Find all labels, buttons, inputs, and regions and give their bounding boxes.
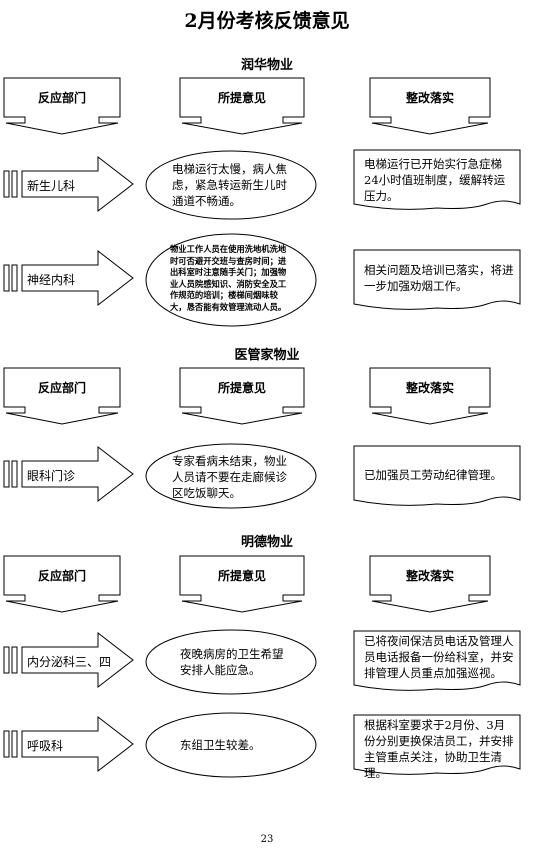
action-text: 已将夜间保洁员电话及管理人员电话报备一份给科室，并安排管理人员重点加强巡视。 <box>364 634 514 680</box>
page-title: 2月份考核反馈意见 <box>184 10 350 32</box>
opinion-text: 夜晚病房的卫生希望安排人能应急。 <box>180 647 284 677</box>
opinion-text: 专家看病未结束，物业人员请不要在走廊候诊区吃饭聊天。 <box>172 454 287 500</box>
header-dept: 反应部门 <box>37 381 86 395</box>
action-text: 根据科室要求于2月份、3月份分别更换保洁员工，并安排主管重点关注，协助卫生清理。 <box>364 718 514 780</box>
section-title-mingde: 明德物业 <box>240 535 293 550</box>
header-opinion: 所提意见 <box>217 569 266 583</box>
section-title-yiguanjia: 医管家物业 <box>234 348 300 363</box>
header-dept: 反应部门 <box>37 569 86 583</box>
opinion-text: 物业工作人员在使用洗地机洗地时可否避开交班与查房时间；进出科室时注意随手关门；加… <box>170 244 287 312</box>
dept-label: 内分泌科三、四 <box>27 655 112 669</box>
action-text: 电梯运行已开始实行急症梯24小时值班制度，缓解转运压力。 <box>364 157 506 203</box>
dept-label: 呼吸科 <box>27 739 64 753</box>
dept-label: 新生儿科 <box>27 179 76 193</box>
header-action: 整改落实 <box>405 569 454 583</box>
dept-label: 眼科门诊 <box>27 469 76 483</box>
header-action: 整改落实 <box>405 91 454 105</box>
section-title-runhua: 润华物业 <box>240 58 293 73</box>
dept-label: 神经内科 <box>27 273 76 287</box>
header-action: 整改落实 <box>405 381 454 395</box>
action-text: 相关问题及培训已落实，将进一步加强劝烟工作。 <box>364 263 514 293</box>
opinion-text: 东组卫生较差。 <box>180 738 261 752</box>
header-opinion: 所提意见 <box>217 91 266 105</box>
page-number: 23 <box>260 834 274 845</box>
action-text: 已加强员工劳动纪律管理。 <box>364 468 502 482</box>
header-dept: 反应部门 <box>37 91 86 105</box>
opinion-text: 电梯运行太慢，病人焦虑，紧急转运新生儿时通道不畅通。 <box>172 162 287 208</box>
header-opinion: 所提意见 <box>217 381 266 395</box>
